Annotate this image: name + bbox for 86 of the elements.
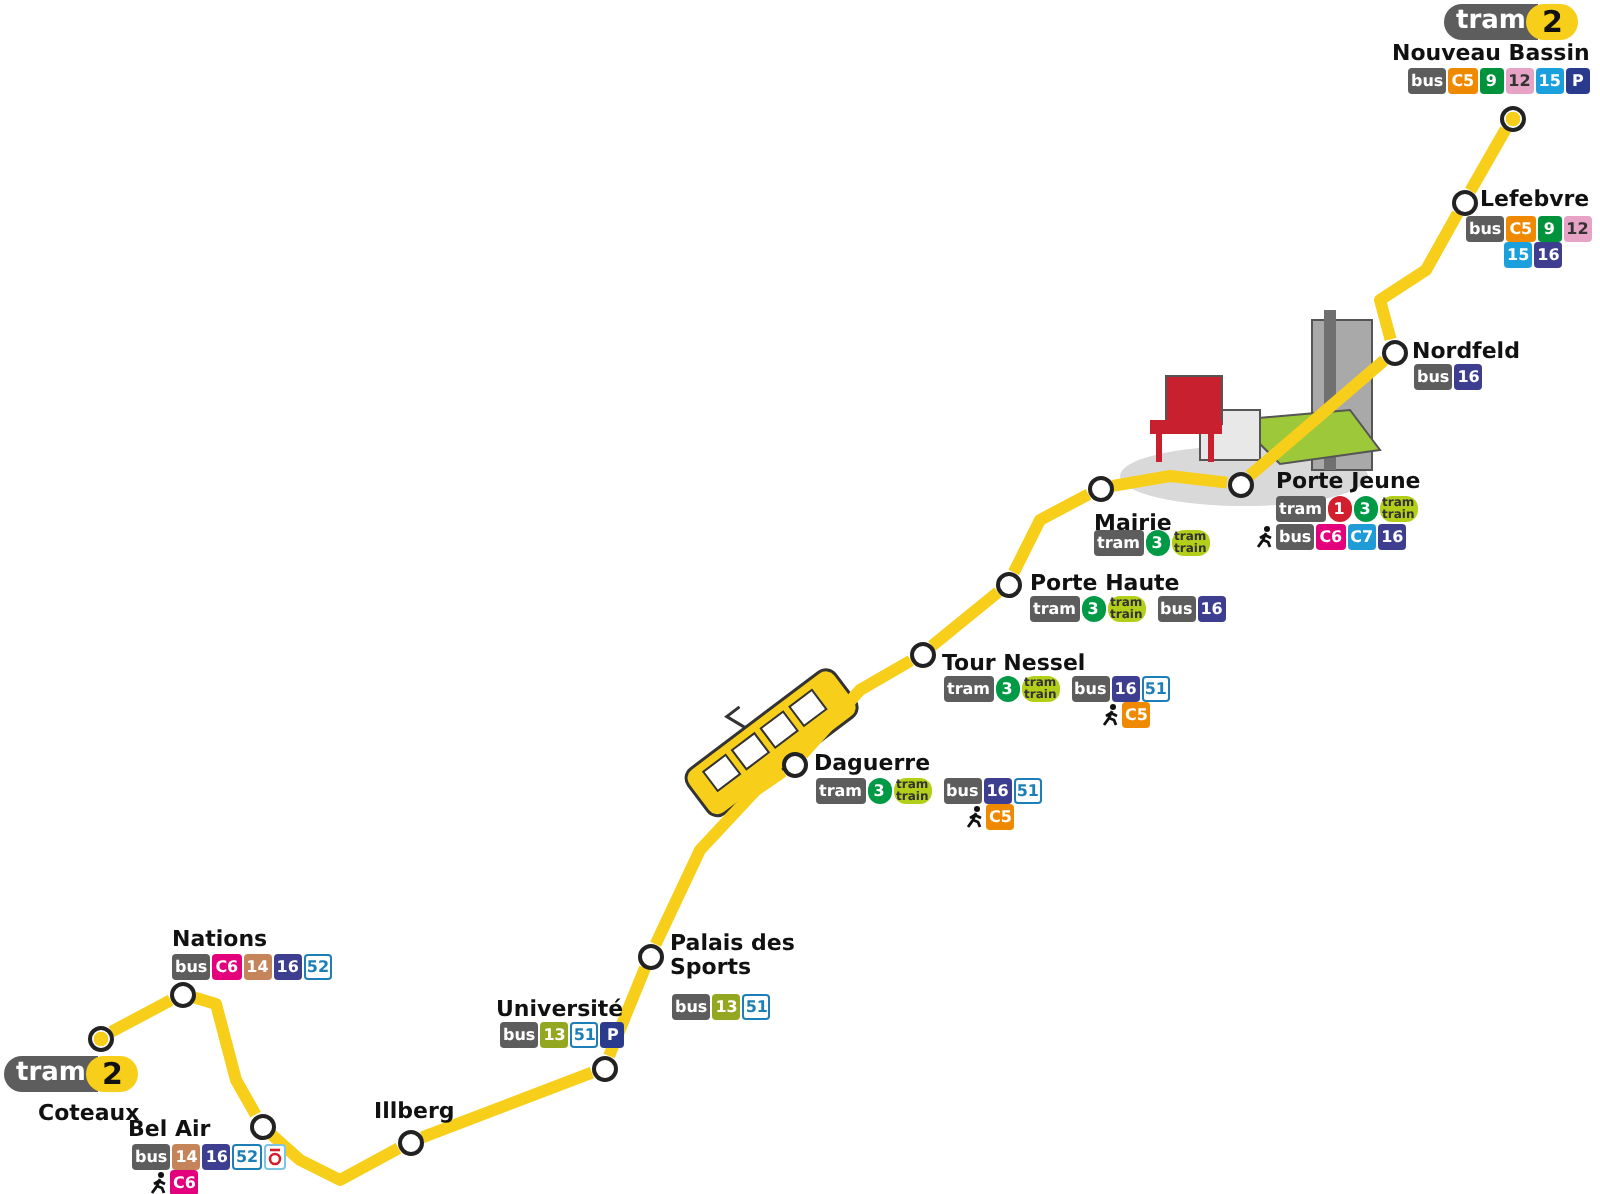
line-badge: 3 — [1145, 530, 1170, 556]
line-badge: 16 — [983, 778, 1012, 804]
station-name: Porte Haute — [1030, 572, 1180, 596]
line-badge: C5 — [1448, 68, 1478, 94]
line-badge: 52 — [303, 954, 333, 980]
line-badge: P — [600, 1022, 625, 1048]
mode-badge: tram — [1276, 496, 1326, 522]
line-badge: 13 — [540, 1022, 569, 1048]
line-badge: 13 — [712, 994, 741, 1020]
line-badge: 3 — [1353, 496, 1378, 522]
tram-line-segment — [650, 766, 787, 947]
line-badge: 1 — [1327, 496, 1352, 522]
mode-badge: bus — [1157, 596, 1196, 622]
tram-line-segment — [1465, 126, 1511, 194]
line-badge: 51 — [742, 994, 771, 1020]
line-badge: 16 — [1378, 524, 1407, 550]
station-name: Lefebvre — [1480, 188, 1590, 212]
line-badge: 16 — [1454, 364, 1483, 390]
line-badge: 3 — [1081, 596, 1106, 622]
line-badge: 16 — [273, 954, 302, 980]
line-badge: C5 — [1122, 702, 1151, 728]
line-badge: 52 — [232, 1144, 262, 1170]
station-name: Illberg — [374, 1100, 455, 1124]
mode-badge: bus — [172, 954, 211, 980]
mode-badge: bus — [1466, 216, 1505, 242]
line-badge: 12 — [1563, 216, 1592, 242]
mode-badge: tram — [1094, 530, 1144, 556]
line-badge: 14 — [172, 1144, 201, 1170]
line-badge: C5 — [1506, 216, 1536, 242]
station-name: Bel Air — [128, 1118, 211, 1142]
mode-badge: bus — [500, 1022, 539, 1048]
tram-line-segment — [1374, 210, 1463, 341]
line-badge: C7 — [1347, 524, 1377, 550]
station-name: Mairie — [1094, 512, 1172, 536]
mode-label: tram — [4, 1056, 98, 1092]
line-badge: C6 — [170, 1170, 199, 1194]
line-badge: 3 — [995, 676, 1020, 702]
tram-line-segment — [108, 994, 174, 1038]
tram-line-segment — [798, 655, 914, 759]
line-badge: 16 — [202, 1144, 231, 1170]
mode-badge: bus — [1408, 68, 1447, 94]
station-name: Université — [496, 998, 624, 1022]
line-badge: 16 — [1197, 596, 1226, 622]
line-badge: C6 — [1316, 524, 1346, 550]
mode-badge: bus — [672, 994, 711, 1020]
station-name: Tour Nessel — [942, 652, 1086, 676]
line-badge: C5 — [986, 804, 1015, 830]
tram-line-segment — [267, 1130, 402, 1186]
station-name: Palais des Sports — [670, 932, 797, 980]
station-name: Daguerre — [814, 752, 931, 776]
line-badge: 12 — [1505, 68, 1534, 94]
mode-badge: tram — [816, 778, 866, 804]
mode-label: tram — [1444, 4, 1538, 40]
line-badge: 3 — [867, 778, 892, 804]
tram-line-segment — [420, 1067, 594, 1143]
mode-badge: bus — [1414, 364, 1453, 390]
mode-badge: bus — [132, 1144, 171, 1170]
station-name: Porte Jeune — [1276, 470, 1421, 494]
line-badge: C6 — [212, 954, 242, 980]
mode-badge: tram — [1030, 596, 1080, 622]
line-badge: 14 — [243, 954, 272, 980]
tram-line-segment — [192, 991, 261, 1118]
line-badge: 16 — [1534, 242, 1563, 268]
station-name: Nations — [172, 928, 268, 952]
line-badge: 51 — [570, 1022, 599, 1048]
line-number-badge: 2 — [85, 1056, 139, 1092]
mode-badge: bus — [943, 778, 982, 804]
mode-badge: bus — [1276, 524, 1315, 550]
tram-line-segment — [1008, 488, 1092, 576]
line-badge: 15 — [1535, 68, 1564, 94]
line-badge: 16 — [1111, 676, 1140, 702]
tram-line-segment — [1111, 470, 1228, 492]
tram-line-segment — [603, 965, 651, 1059]
line-badge: 51 — [1141, 676, 1170, 702]
mode-badge: bus — [1071, 676, 1110, 702]
tram-line-segment — [1245, 355, 1389, 481]
mode-badge: tram — [944, 676, 994, 702]
tram-line-segment — [928, 587, 1002, 651]
line-badge: P — [1565, 68, 1590, 94]
station-name: Nordfeld — [1412, 340, 1520, 364]
line-badge: 9 — [1537, 216, 1562, 242]
line-badge: 9 — [1479, 68, 1504, 94]
line-badge: 51 — [1013, 778, 1042, 804]
line-number-badge: 2 — [1525, 4, 1579, 40]
line-badge: 15 — [1504, 242, 1533, 268]
station-name: Nouveau Bassin — [1392, 42, 1590, 66]
